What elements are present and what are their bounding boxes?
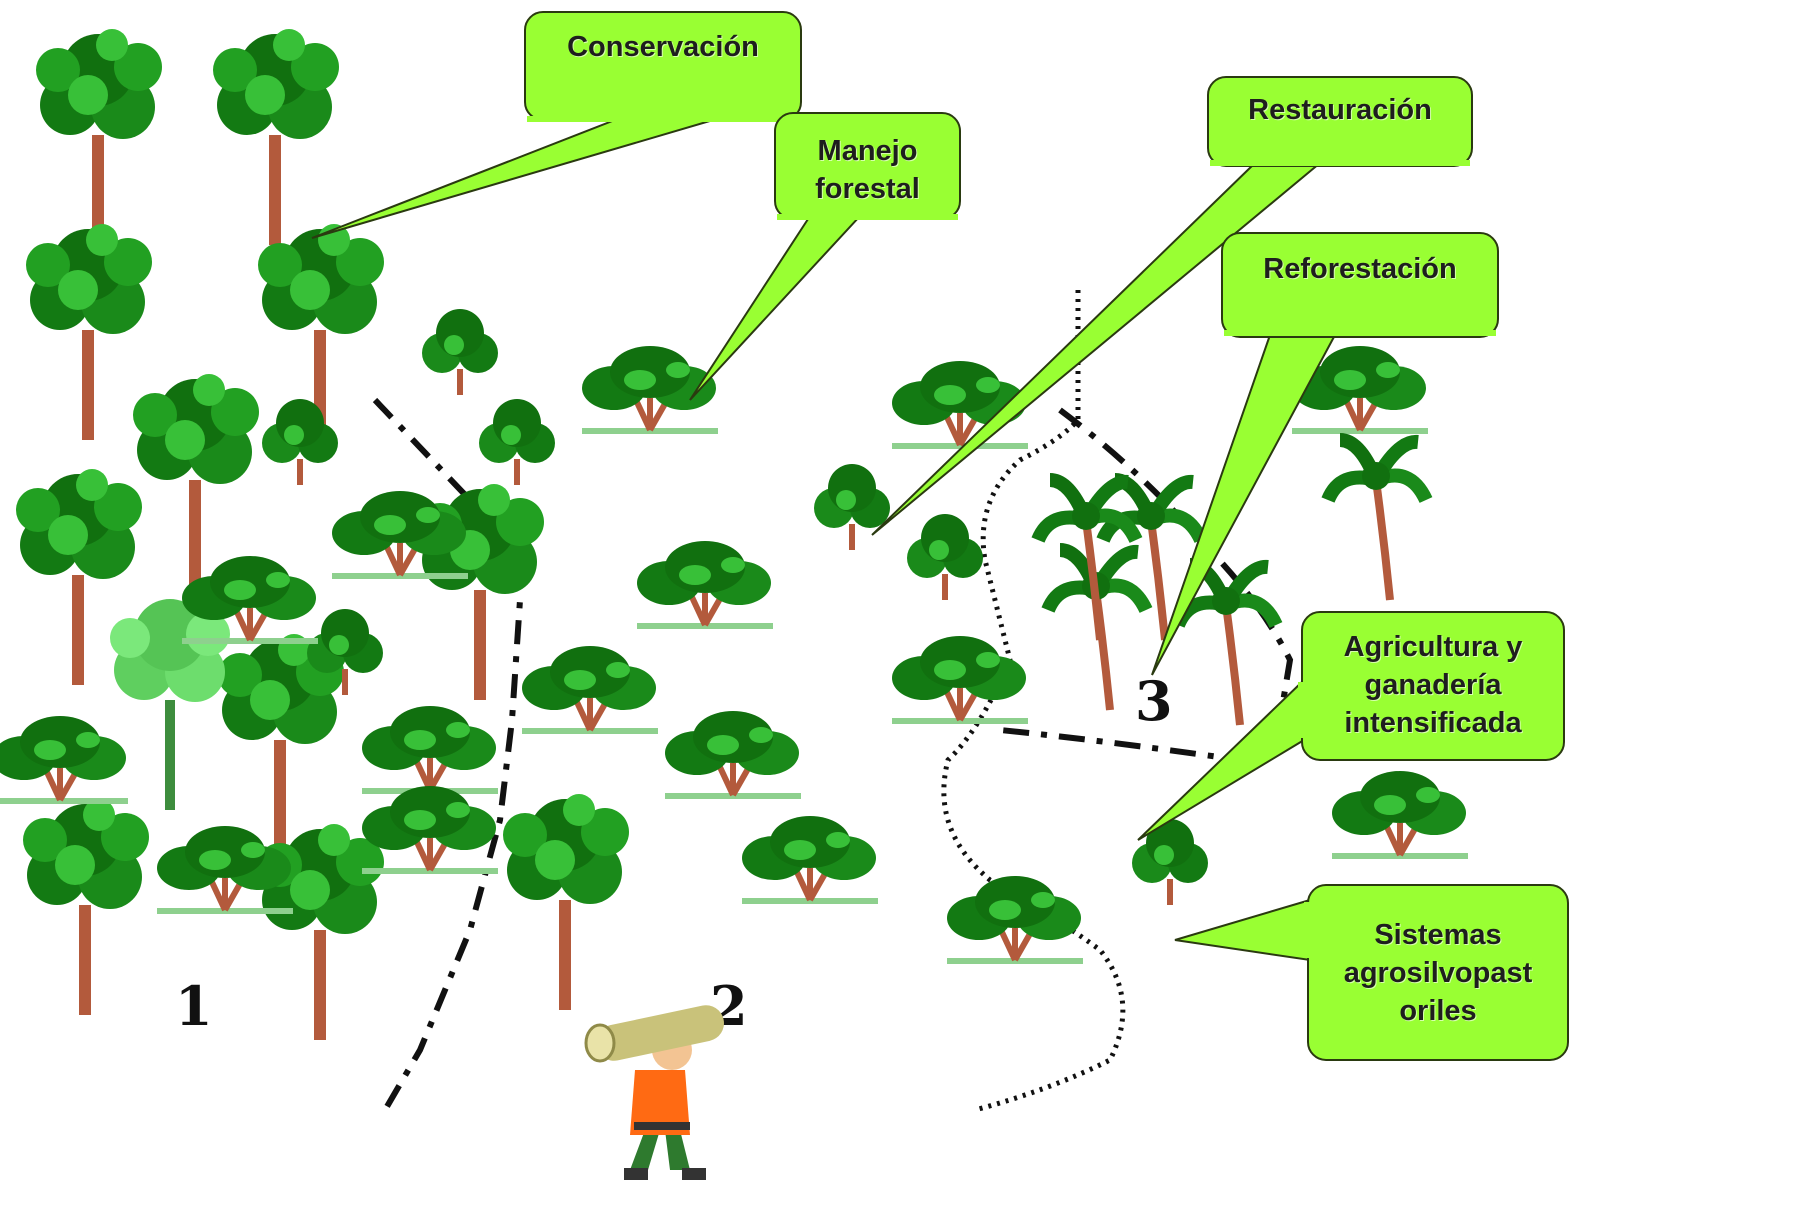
zone-number-1: 1 [175, 974, 213, 1038]
forest-zone [0, 29, 629, 1040]
callout-agricultura [1137, 611, 1565, 841]
callout-agrosilvopastoriles [1174, 884, 1569, 1061]
callout-restauracion [871, 76, 1473, 536]
zone-number-3: 3 [1135, 669, 1173, 733]
callout-conservacion [311, 11, 802, 239]
callout-manejo-forestal [689, 112, 961, 401]
callout-reforestacion [1151, 232, 1499, 676]
woodcutter-figure [584, 1005, 724, 1180]
